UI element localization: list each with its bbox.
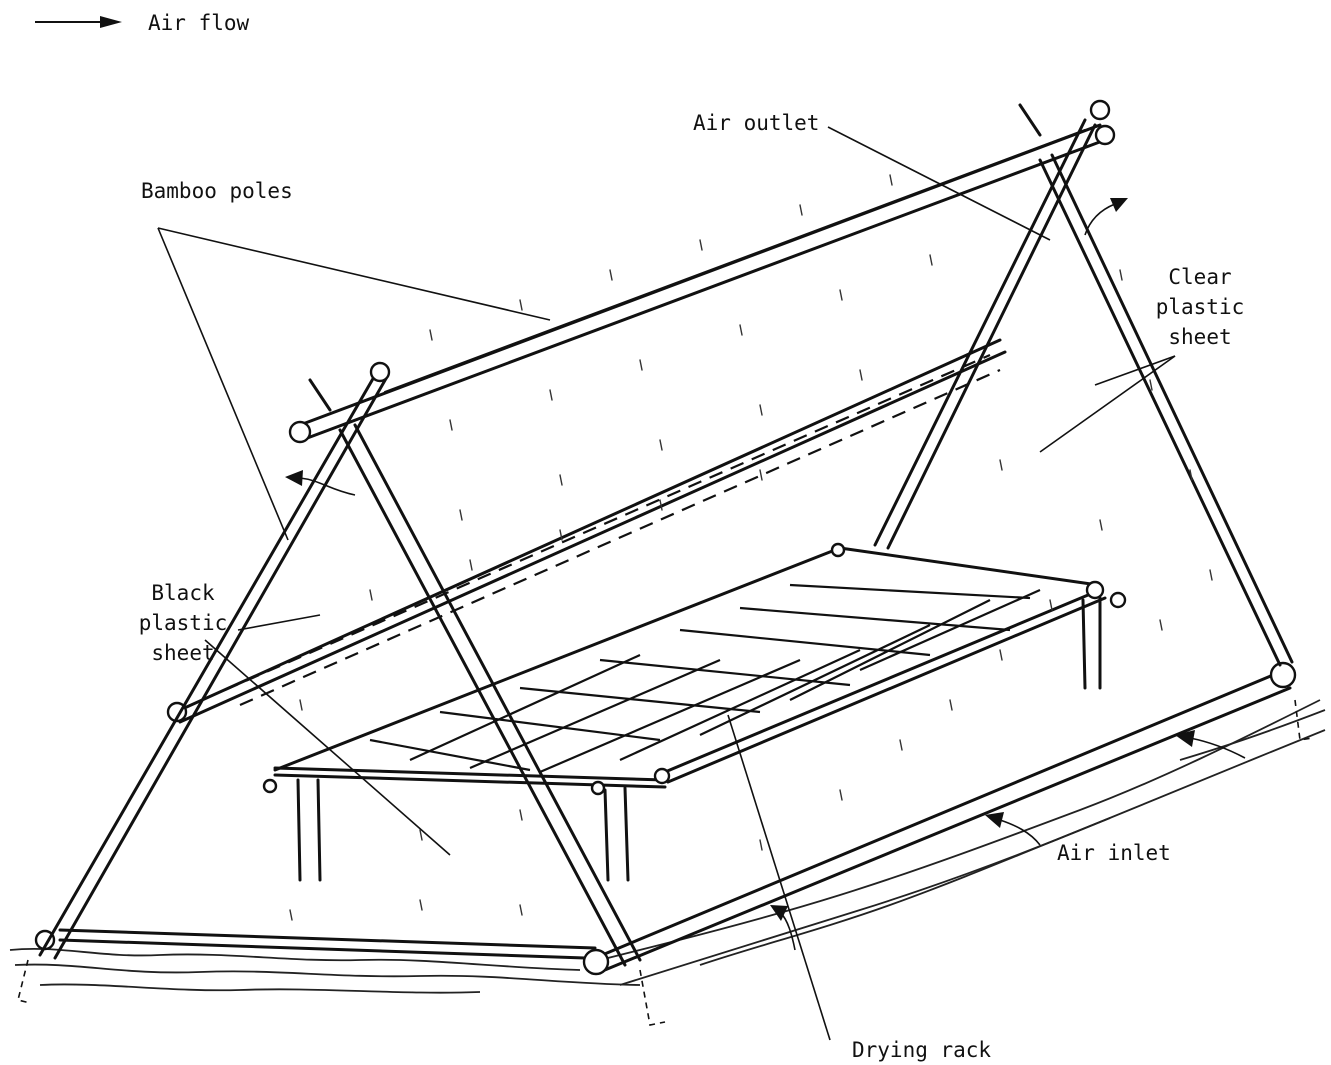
black-plastic-sheet-label: Black plastic sheet	[128, 578, 238, 668]
black-plastic-sheet-line-3: sheet	[151, 641, 215, 665]
clear-plastic-sheet-line-2: plastic	[1155, 295, 1245, 319]
bamboo-poles-label: Bamboo poles	[141, 179, 293, 203]
airflow-legend-arrow	[35, 16, 122, 28]
drying-rack	[262, 542, 1127, 882]
drying-rack-label: Drying rack	[852, 1038, 992, 1062]
ridge-pole	[288, 99, 1116, 444]
left-a-frame	[38, 361, 642, 967]
base-frame	[34, 338, 1297, 976]
clear-plastic-sheet-line-1: Clear	[1168, 265, 1232, 289]
black-plastic-sheet-line-2: plastic	[138, 611, 228, 635]
clear-plastic-sheet-label: Clear plastic sheet	[1150, 262, 1250, 352]
right-a-frame	[873, 103, 1294, 667]
air-inlet-label: Air inlet	[1057, 841, 1171, 865]
airflow-arrows	[285, 198, 1246, 951]
clear-plastic-sheet-line-3: sheet	[1168, 325, 1232, 349]
air-outlet-label: Air outlet	[693, 111, 820, 135]
legend-airflow-label: Air flow	[148, 11, 250, 35]
ground	[9, 699, 1326, 1026]
black-sheet-dashes	[224, 353, 1001, 707]
sheet-stipple	[289, 174, 1213, 921]
leader-lines	[157, 126, 1176, 1041]
black-plastic-sheet-line-1: Black	[151, 581, 215, 605]
